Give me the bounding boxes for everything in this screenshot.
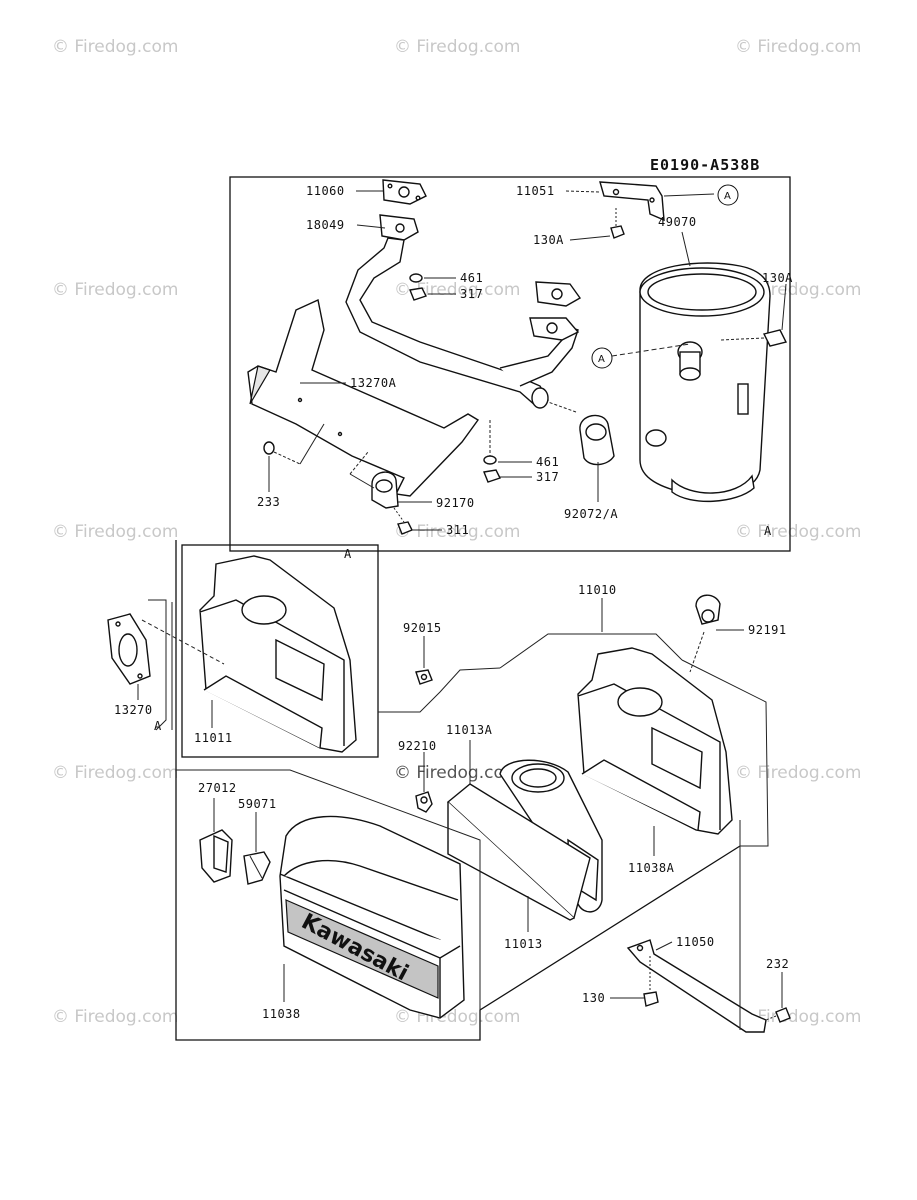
washer-461-bottom (483, 455, 497, 465)
label-11013a: 11013A (446, 723, 493, 737)
watermark: © Firedog.com (735, 763, 861, 783)
label-13270a: 13270A (350, 376, 397, 390)
screw-232 (765, 1007, 791, 1023)
watermark: © Firedog.com (394, 763, 520, 783)
label-130a-right: 130A (762, 271, 793, 285)
bolt-130 (643, 956, 659, 1007)
callout-a-label: A (598, 354, 605, 365)
exhaust-pipe-18049 (345, 214, 579, 409)
watermark: © Firedog.com (735, 1007, 861, 1027)
watermark: © Firedog.com (52, 522, 178, 542)
air-cleaner-base-11011 (199, 555, 357, 753)
gasket-11060 (382, 179, 427, 205)
label-11050: 11050 (676, 935, 715, 949)
washer-461-top (409, 273, 423, 283)
pre-filter-11013 (446, 783, 591, 921)
label-27012: 27012 (198, 781, 237, 795)
diagram-code: E0190-A538B (650, 156, 760, 174)
pin-59071 (243, 851, 271, 885)
label-59071: 59071 (238, 797, 277, 811)
label-232: 232 (766, 957, 789, 971)
label-11038: 11038 (262, 1007, 301, 1021)
callout-a-label: A (724, 191, 731, 202)
label-130: 130 (582, 991, 605, 1005)
watermark: © Firedog.com (735, 522, 861, 542)
gasket-pipe-end (529, 281, 582, 341)
bolt-130a-right (719, 329, 788, 347)
label-11010: 11010 (578, 583, 617, 597)
air-cleaner-cover-11038: Kawasaki (279, 815, 465, 1019)
label-13270: 13270 (114, 703, 153, 717)
label-18049: 18049 (306, 218, 345, 232)
watermark: © Firedog.com (52, 280, 178, 300)
bolt-130a-top (610, 206, 625, 239)
label-11038a: 11038A (628, 861, 675, 875)
gasket-13270 (107, 613, 151, 685)
label-92072a: 92072/A (564, 507, 618, 521)
bracket-11050 (626, 939, 767, 1033)
bracket-11051 (599, 181, 665, 222)
label-233: 233 (257, 495, 280, 509)
inset-frame-a (181, 544, 379, 758)
clip-27012 (199, 829, 233, 883)
label-49070: 49070 (658, 215, 697, 229)
nut-317-top (409, 287, 427, 301)
label-92015: 92015 (403, 621, 442, 635)
label-130a-top: 130A (533, 233, 564, 247)
knob-92191 (695, 594, 721, 625)
label-11011: 11011 (194, 731, 233, 745)
nut-92015 (415, 669, 433, 685)
label-317-top: 317 (460, 287, 483, 301)
watermark: © Firedog.com (52, 763, 178, 783)
label-461-bottom: 461 (536, 455, 559, 469)
label-11013: 11013 (504, 937, 543, 951)
label-13270-a: A (154, 719, 162, 733)
bracket-13270a (247, 298, 480, 497)
label-92170: 92170 (436, 496, 475, 510)
label-92191: 92191 (748, 623, 787, 637)
callout-a (717, 184, 739, 206)
muffler-section-frame (229, 176, 791, 552)
clamp-92170 (371, 471, 399, 509)
frame-marker-a: A (764, 524, 772, 538)
label-461-top: 461 (460, 271, 483, 285)
watermark: © Firedog.com (52, 1007, 178, 1027)
inset-marker-a: A (344, 547, 352, 561)
callout-a (591, 347, 613, 369)
label-311: 311 (446, 523, 469, 537)
label-11060: 11060 (306, 184, 345, 198)
watermark: © Firedog.com (52, 37, 178, 57)
label-317-bottom: 317 (536, 470, 559, 484)
screw-233 (263, 423, 325, 465)
clamp-92072a (547, 401, 615, 466)
watermarks: © Firedog.com © Firedog.com © Firedog.co… (52, 37, 861, 1027)
air-cleaner-base-11038a (577, 647, 733, 835)
watermark: © Firedog.com (394, 37, 520, 57)
label-92210: 92210 (398, 739, 437, 753)
muffler-49070 (639, 262, 771, 502)
watermark: © Firedog.com (735, 37, 861, 57)
watermark: © Firedog.com (394, 522, 520, 542)
screw-92210 (415, 791, 433, 813)
label-11051: 11051 (516, 184, 555, 198)
nut-317-bottom (483, 420, 501, 483)
